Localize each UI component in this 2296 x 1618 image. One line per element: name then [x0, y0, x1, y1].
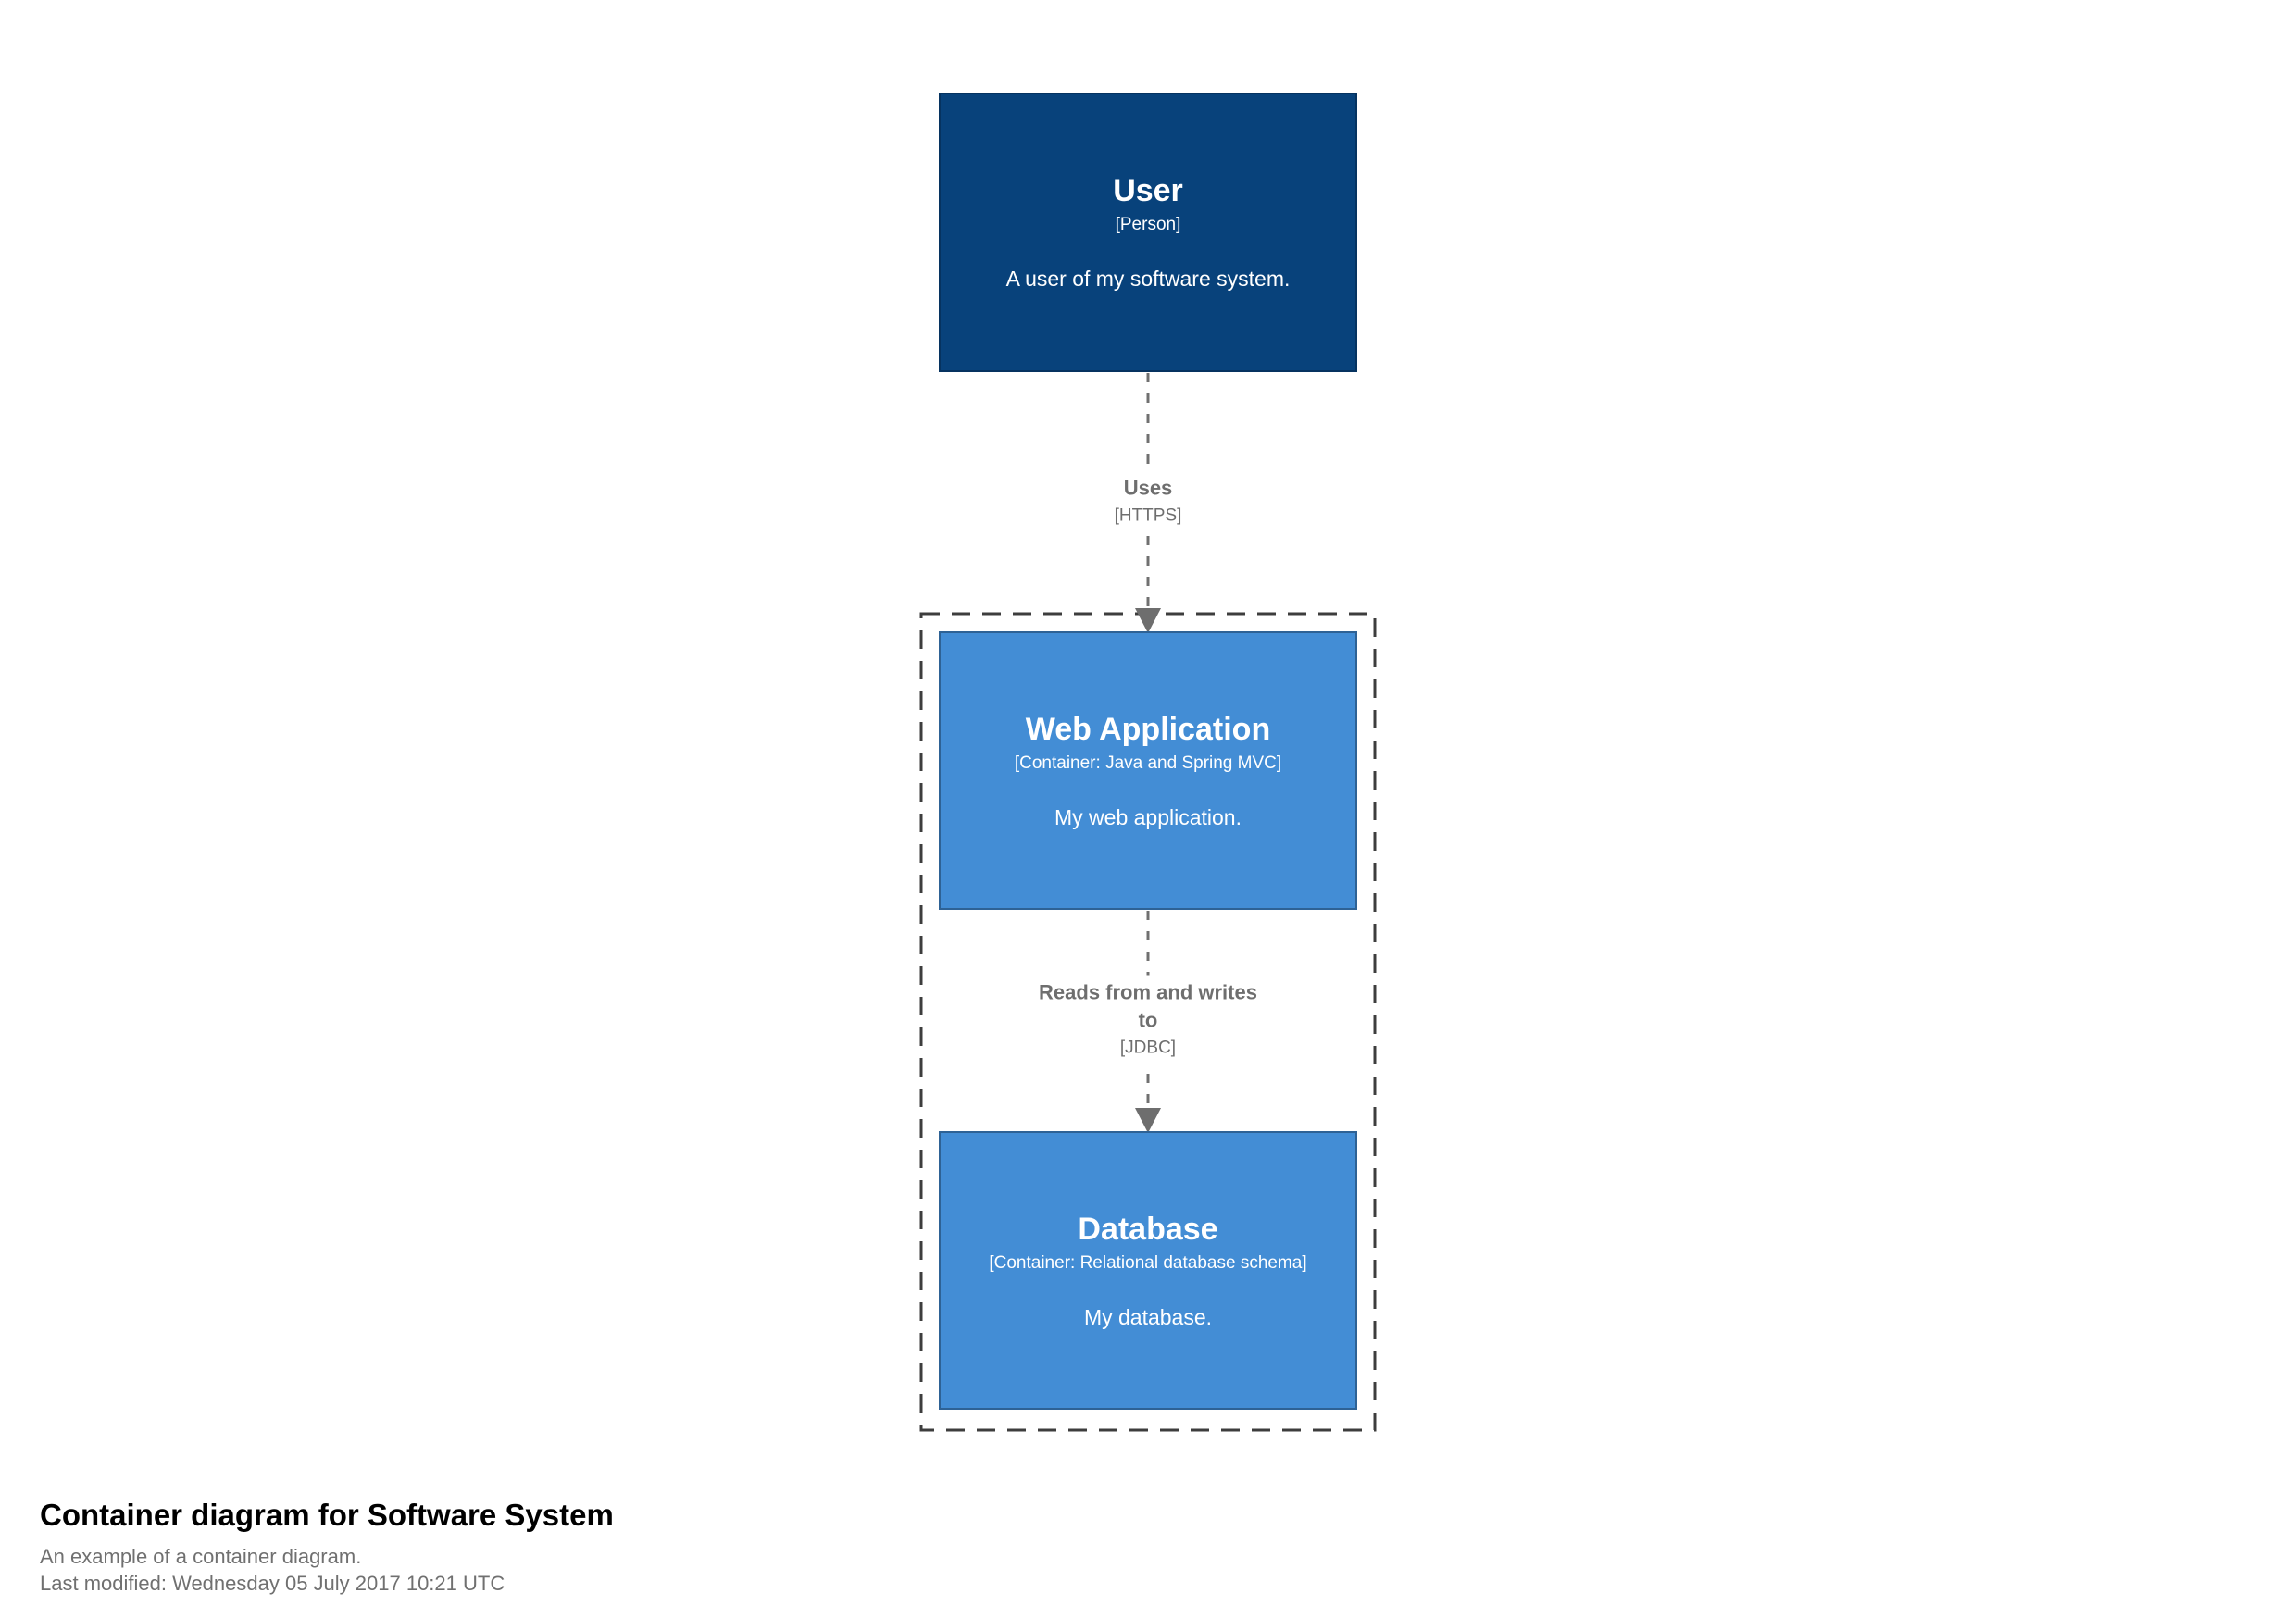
- relationship-label-uses: Uses [HTTPS]: [1103, 470, 1193, 531]
- arrowhead-reads-writes: [1135, 1108, 1161, 1133]
- diagram-title: Container diagram for Software System: [40, 1498, 614, 1532]
- relationship-uses-technology: [HTTPS]: [1114, 505, 1182, 526]
- node-web-application-meta: [Container: Java and Spring MVC]: [1014, 753, 1282, 773]
- node-user[interactable]: User [Person] A user of my software syst…: [939, 93, 1357, 372]
- relationship-label-reads-writes: Reads from and writes to [JDBC]: [1026, 975, 1270, 1064]
- node-user-description: A user of my software system.: [1005, 267, 1291, 291]
- node-web-application-description: My web application.: [1054, 804, 1242, 829]
- arrowhead-uses: [1135, 608, 1161, 633]
- node-user-meta: [Person]: [1115, 215, 1181, 234]
- node-database-name: Database: [1078, 1211, 1218, 1247]
- relationship-uses-text: Uses: [1123, 476, 1173, 500]
- diagram-footer: Container diagram for Software System An…: [40, 1495, 614, 1597]
- node-user-name: User: [1113, 173, 1183, 208]
- node-database-meta: [Container: Relational database schema]: [989, 1252, 1307, 1273]
- diagram-last-modified: Last modified: Wednesday 05 July 2017 10…: [40, 1572, 505, 1595]
- node-web-application[interactable]: Web Application [Container: Java and Spr…: [939, 631, 1357, 910]
- node-web-application-name: Web Application: [1025, 711, 1271, 747]
- relationship-reads-writes-technology: [JDBC]: [1119, 1038, 1177, 1058]
- node-database[interactable]: Database [Container: Relational database…: [939, 1131, 1357, 1410]
- relationship-reads-writes-text: Reads from and writes to: [1039, 980, 1257, 1032]
- diagram-description: An example of a container diagram.: [40, 1545, 362, 1568]
- node-database-description: My database.: [1083, 1304, 1213, 1329]
